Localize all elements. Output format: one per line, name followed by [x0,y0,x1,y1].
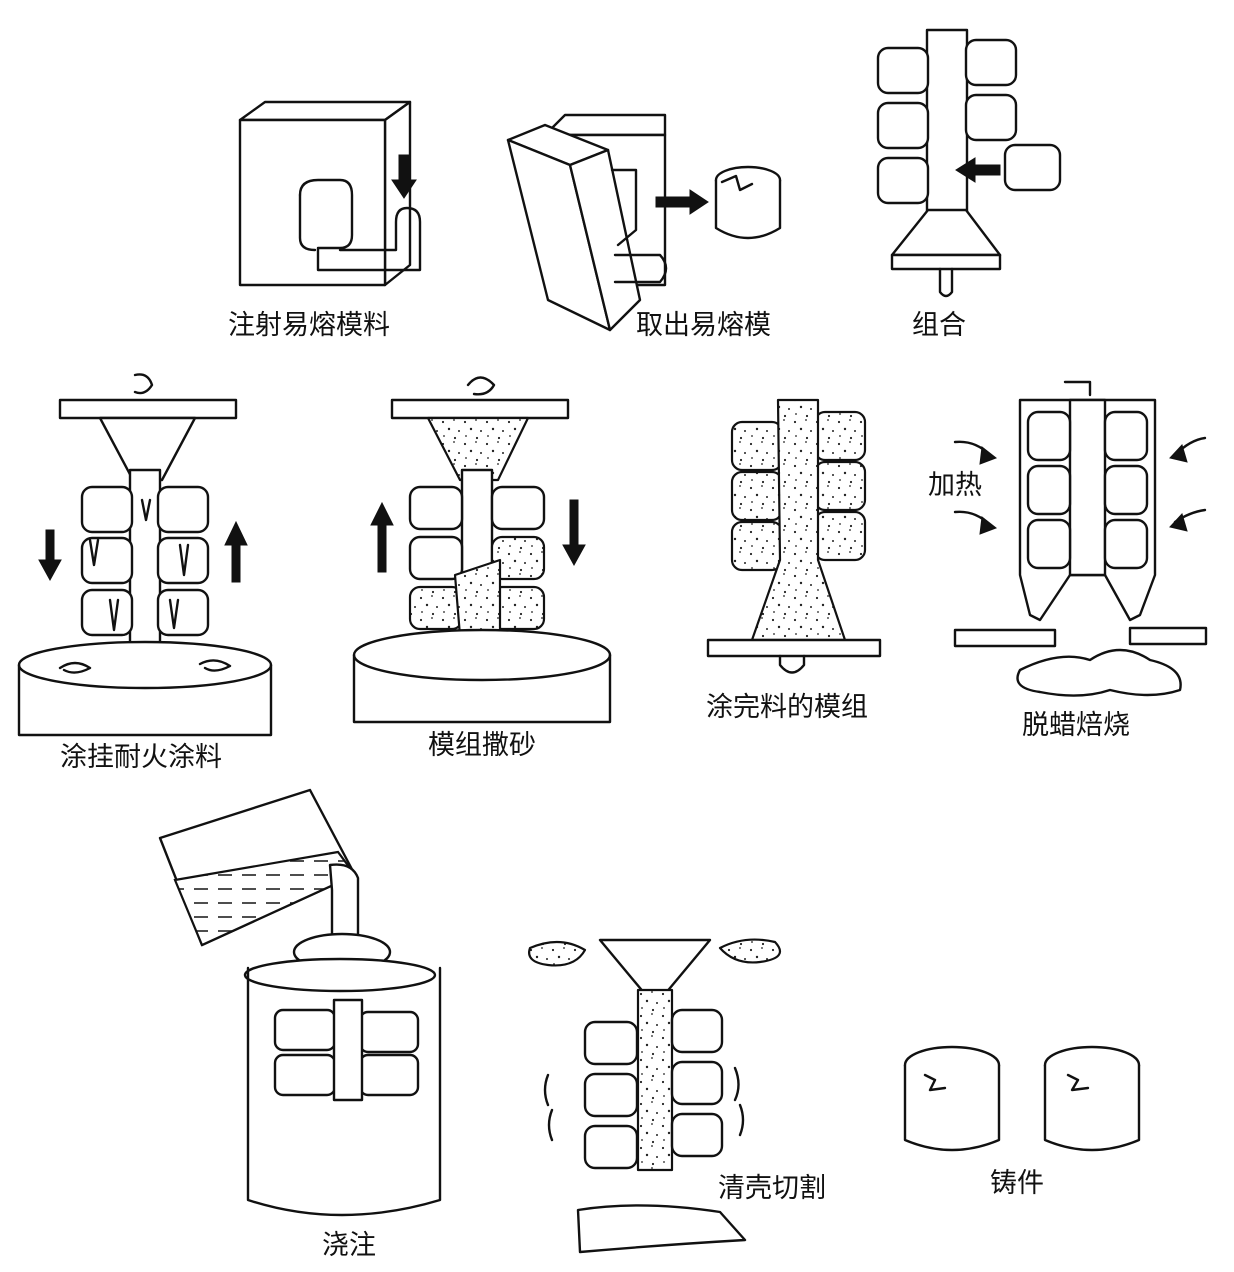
up-arrow-icon [370,501,394,573]
finished-castings-illustration [903,1045,1141,1152]
left-arrow-icon [955,157,1001,183]
heat-arrow-icon [1169,513,1188,532]
step-label-casting: 铸件 [990,1168,1044,1199]
heating-label: 加热 [928,470,982,501]
down-arrow-icon [391,154,417,199]
up-arrow-icon [224,520,248,583]
down-arrow-icon [38,529,62,582]
stucco-illustration [352,376,612,724]
step-label-inject: 注射易熔模料 [228,310,390,341]
step-label-dip-coat: 涂挂耐火涂料 [60,742,222,773]
step-label-coated-cluster: 涂完料的模组 [706,692,868,723]
pattern-removal-illustration [506,113,782,332]
dip-coating-illustration [17,373,273,737]
knockout-illustration [528,938,782,1254]
step-label-stucco: 模组撒砂 [428,730,536,761]
step-label-assemble: 组合 [912,310,966,341]
heat-arrow-icon [979,516,998,535]
die-injection-illustration [238,100,422,287]
right-arrow-icon [655,189,709,215]
assembly-illustration [876,28,1062,298]
step-label-knockout: 清壳切割 [718,1173,826,1204]
coated-cluster-illustration [706,398,882,674]
step-label-remove: 取出易熔模 [636,310,771,341]
pouring-illustration [158,788,442,1217]
heat-arrow-icon [1169,444,1188,463]
dewax-firing-illustration [953,380,1208,697]
down-arrow-icon [562,499,586,567]
step-label-dewax: 脱蜡焙烧 [1022,710,1130,741]
heat-arrow-icon [979,446,998,465]
step-label-pour: 浇注 [322,1230,376,1261]
